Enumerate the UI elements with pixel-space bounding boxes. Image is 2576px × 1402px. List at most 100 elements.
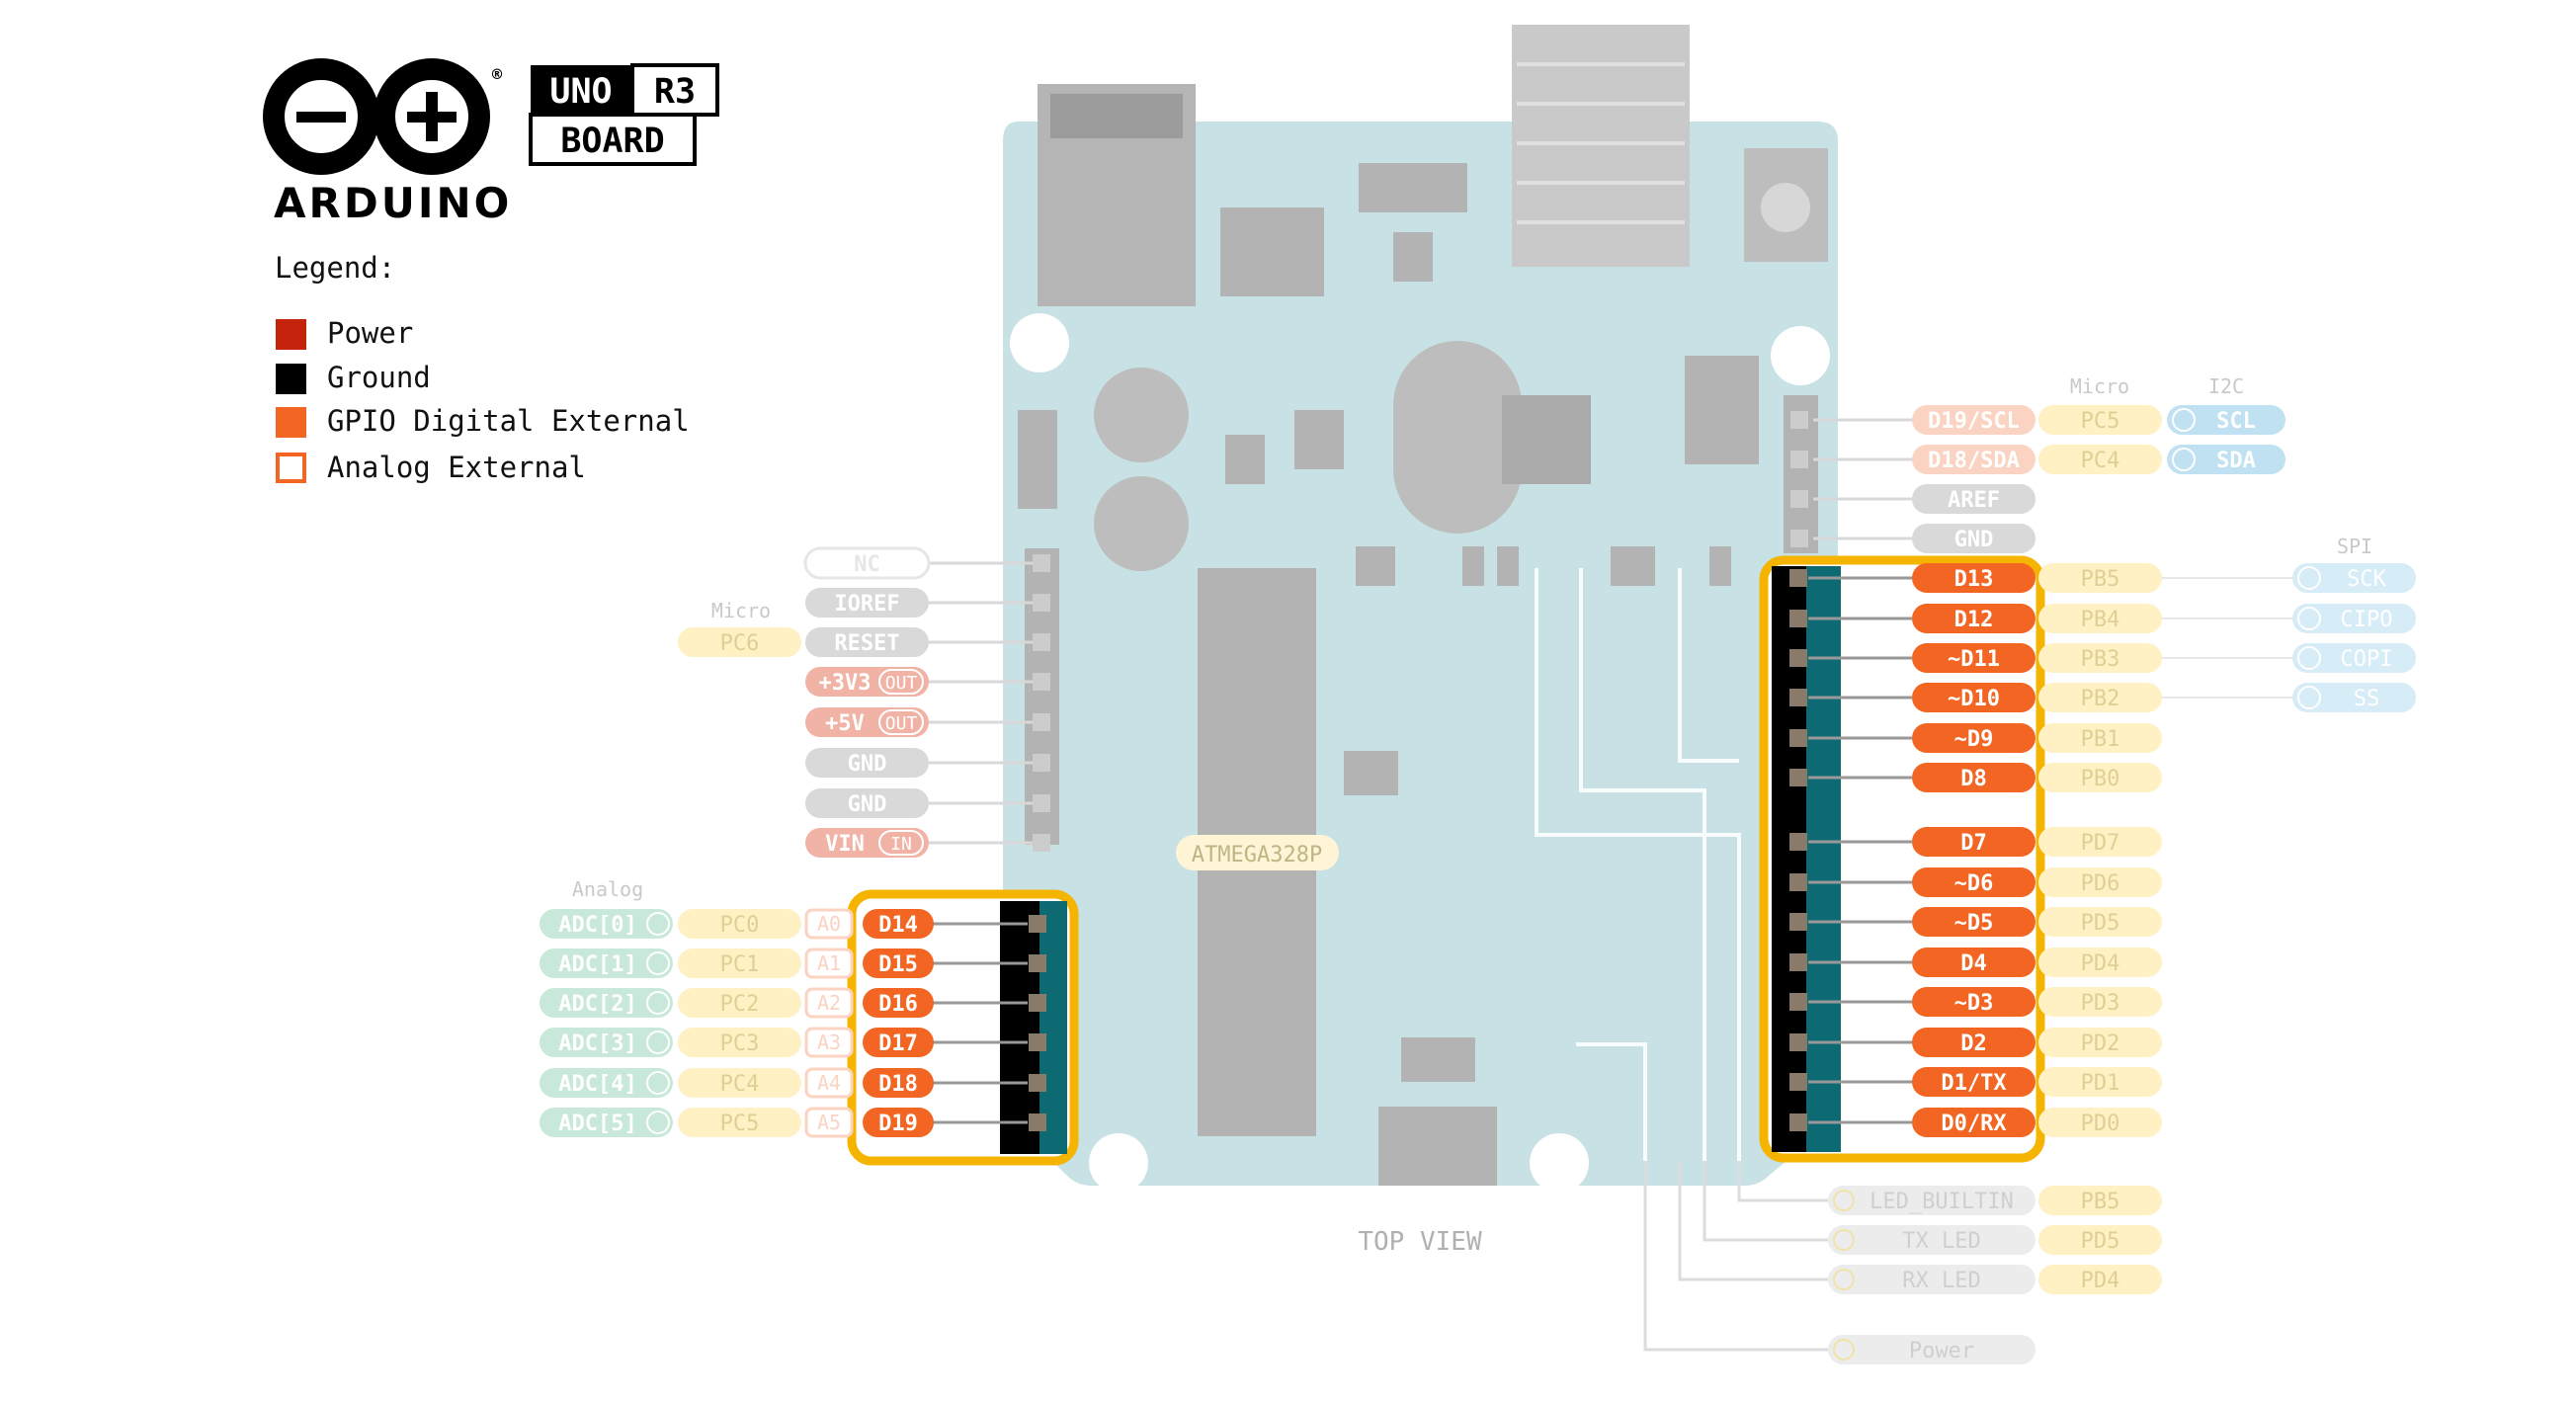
pin-label: GND (848, 792, 887, 817)
spi-label: CIPO (2341, 608, 2393, 632)
digital-pin-label-pill (1912, 563, 2036, 593)
pin-pad (1029, 954, 1046, 972)
analog-label: A0 (817, 912, 841, 936)
digital-pin-label-pill (863, 1028, 934, 1057)
pin-pad (1789, 953, 1807, 971)
arduino-board: ATMEGA328P TOP VIEW (1003, 25, 1838, 1257)
power-pin-pill (805, 667, 929, 697)
power-pin-pill (805, 707, 929, 737)
micro-label: PD1 (2081, 1071, 2120, 1096)
i2c-label: SDA (2216, 449, 2256, 473)
header-teal (1806, 566, 1841, 1152)
digital-pin-label-pill (1912, 723, 2036, 753)
pin-pad (1033, 554, 1050, 572)
component (1401, 1037, 1475, 1082)
digital-pin-label-pill (1912, 1028, 2036, 1057)
digital-pin-label-pill (1912, 907, 2036, 937)
micro-label-pill (2038, 563, 2162, 593)
adc-label: ADC[1] (558, 952, 636, 977)
micro-label-pill (2038, 1265, 2162, 1294)
pin-pad (1789, 1113, 1807, 1131)
pin-pad (1029, 1074, 1046, 1092)
analog-label: A5 (817, 1111, 841, 1134)
reset-button-cap (1761, 183, 1810, 232)
digital-pin-label: D8 (1960, 767, 1987, 791)
digital-badge-icon (2172, 408, 2196, 432)
pin-pad (1789, 1033, 1807, 1051)
adc-label: ADC[5] (558, 1112, 636, 1136)
micro-label: PB0 (2081, 767, 2120, 791)
component (1018, 410, 1057, 509)
micro-label: PB1 (2081, 727, 2120, 752)
i2c-pill (2167, 405, 2285, 435)
digital-badge-icon (2297, 646, 2321, 670)
spi-label: COPI (2341, 647, 2393, 672)
pin-pad (1789, 769, 1807, 786)
pin-pad (1790, 451, 1808, 468)
digital-badge-icon (646, 912, 670, 936)
micro-label-pill (2038, 907, 2162, 937)
micro-label-pill (2038, 1186, 2162, 1215)
capacitor (1094, 368, 1189, 462)
micro-label-pill (678, 948, 801, 978)
legend-title: Legend: (275, 251, 395, 285)
arduino-logo-icon (263, 58, 490, 175)
digital-badge-icon (646, 1031, 670, 1054)
header-teal (1039, 901, 1067, 1154)
pin-pad (1789, 873, 1807, 891)
adc-label: ADC[4] (558, 1072, 636, 1097)
micro-label: PC6 (720, 631, 760, 656)
digital-pin-label-pill (863, 948, 934, 978)
pin-label: RESET (834, 631, 899, 656)
micro-label-pill (678, 909, 801, 939)
pin-pad (1789, 729, 1807, 747)
micro-label: PD4 (2081, 1269, 2120, 1293)
mounting-hole (1771, 326, 1830, 385)
mounting-hole (1010, 313, 1069, 372)
brand-name: ARDUINO (274, 179, 512, 227)
pin-tag: IN (890, 834, 912, 855)
micro-label: PD2 (2081, 1031, 2120, 1056)
pin-pad (1029, 1113, 1046, 1131)
digital-pin-label-pill (1912, 643, 2036, 673)
power-pin-pill (805, 828, 929, 858)
legend-swatch-gpio (276, 407, 306, 438)
led-lead (1678, 1161, 1828, 1281)
micro-label-pill (2038, 643, 2162, 673)
legend-swatch-analog (276, 453, 306, 483)
adc-pill (540, 909, 673, 939)
digital-pin-label: ~D3 (1954, 991, 1994, 1016)
pin-pad (1033, 754, 1050, 772)
analog-outline (804, 908, 854, 940)
pin-pad (1033, 713, 1050, 731)
digital-pin-label: D16 (878, 992, 918, 1017)
micro-label: PB3 (2081, 647, 2120, 672)
analog-column-title: Analog (572, 877, 643, 901)
usb-chip (1502, 395, 1591, 484)
component (1359, 163, 1467, 212)
micro-label-pill (2038, 1225, 2162, 1255)
spi-pill (2292, 683, 2416, 712)
digital-pin-label: D14 (878, 913, 918, 938)
micro-label: PC1 (720, 952, 760, 977)
spi-pill (2292, 604, 2416, 633)
micro-label-pill (2038, 827, 2162, 857)
digital-pin-label-pill (1912, 987, 2036, 1017)
analog-outline (804, 1027, 854, 1058)
capacitor (1094, 476, 1189, 571)
digital-badge-icon (1833, 1190, 1855, 1211)
digital-pin-label-pill (1912, 1108, 2036, 1137)
led-lead (1703, 1161, 1828, 1242)
micro-label: PD3 (2081, 991, 2120, 1016)
pin-pad (1789, 689, 1807, 706)
pin-pad (1029, 915, 1046, 933)
adc-pill (540, 1068, 673, 1098)
pin-pad (1789, 1073, 1807, 1091)
micro-label: PC0 (720, 913, 760, 938)
icsp-header-bottom (1378, 1107, 1497, 1186)
micro-label-pill (678, 988, 801, 1018)
digital-badge-icon (646, 951, 670, 975)
spi-pill (2292, 643, 2416, 673)
